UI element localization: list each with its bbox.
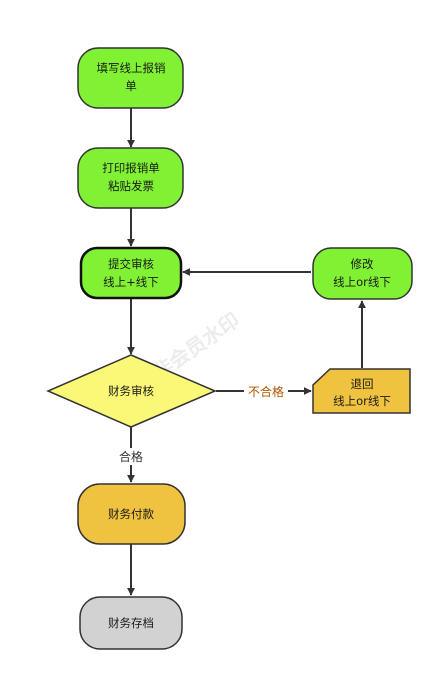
node-print-form-line-1: 打印报销单: [102, 161, 160, 175]
node-submit-review-line-2: 线上+线下: [103, 275, 159, 289]
node-modify-line-2: 线上or线下: [333, 275, 391, 289]
node-modify-line-1: 修改: [351, 257, 374, 271]
node-return-line-2: 线上or线下: [333, 394, 391, 408]
node-finance-review-line-1: 财务审核: [108, 384, 154, 398]
node-finance-archive: 财务存档: [79, 596, 183, 650]
node-submit-review: 提交审核 线上+线下: [79, 246, 183, 300]
node-finance-payment-line-1: 财务付款: [108, 507, 154, 521]
node-return-line-1: 退回: [351, 377, 374, 391]
node-submit-review-line-1: 提交审核: [108, 257, 154, 271]
node-fill-form-line-2: 单: [125, 79, 137, 93]
node-return: 退回 线上or线下: [312, 368, 411, 414]
node-print-form-line-2: 粘贴发票: [108, 179, 154, 193]
node-finance-payment: 财务付款: [77, 483, 186, 545]
edge-label-unqualified: 不合格: [248, 384, 284, 399]
edge-label-background: [244, 383, 288, 400]
node-finance-archive-line-1: 财务存档: [108, 616, 154, 630]
node-fill-form: 填写线上报销 单: [77, 47, 184, 109]
edge-label-background: [116, 448, 147, 465]
node-modify: 修改 线上or线下: [312, 247, 413, 300]
edge-label-qualified: 合格: [119, 449, 143, 464]
node-finance-review: 财务审核: [46, 354, 217, 428]
node-print-form: 打印报销单 粘贴发票: [77, 147, 184, 209]
node-fill-form-line-1: 填写线上报销: [97, 61, 166, 75]
